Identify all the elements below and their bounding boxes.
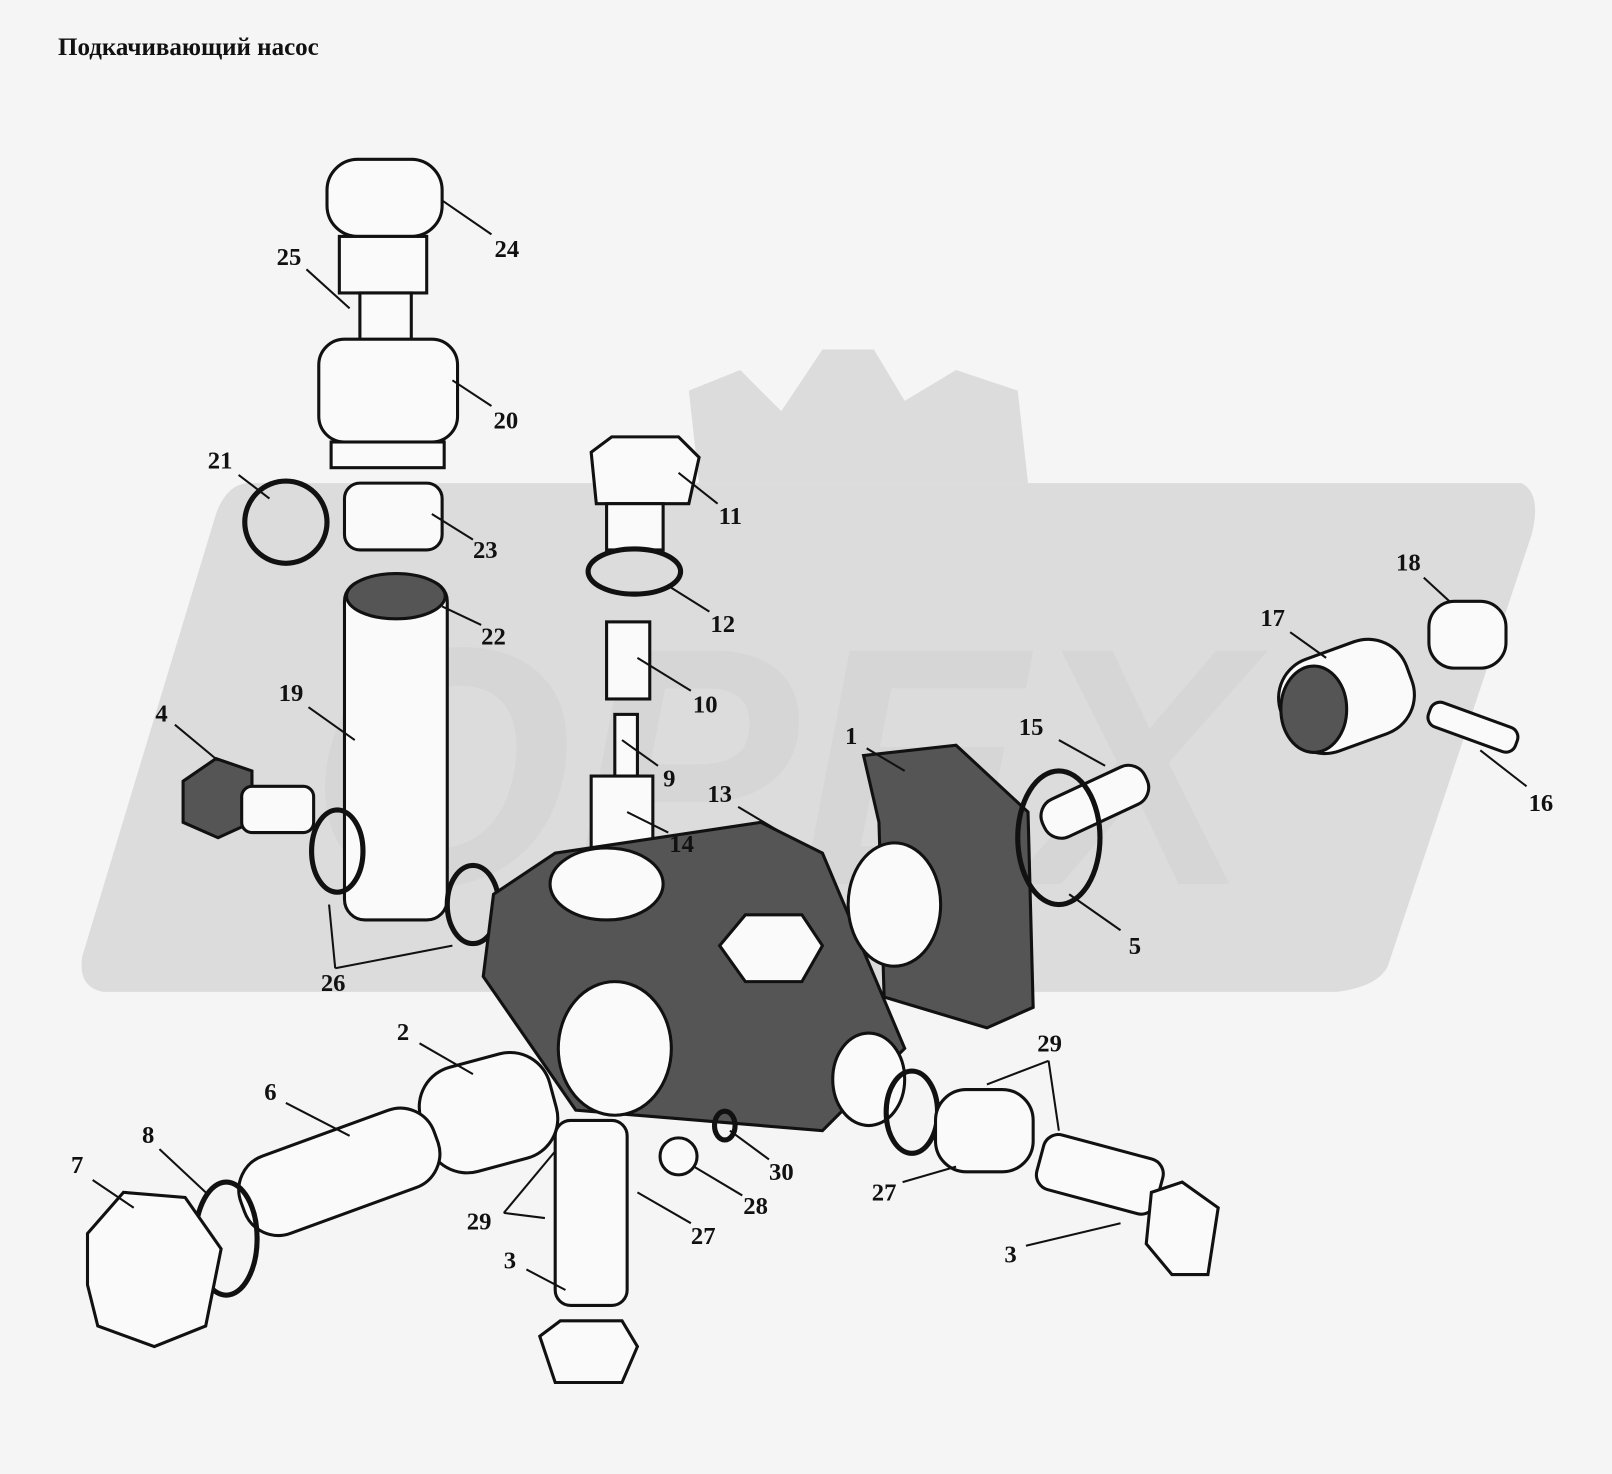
callout-5: 5 — [1129, 933, 1141, 960]
part-19-cylinder — [342, 572, 449, 922]
leader-line — [1423, 576, 1451, 603]
leader-line — [1289, 631, 1327, 659]
callout-24: 24 — [495, 236, 520, 263]
callout-3: 3 — [1004, 1241, 1016, 1268]
part-16-axle — [1426, 700, 1520, 754]
leader-line — [418, 1042, 474, 1076]
leader-line — [1025, 1222, 1121, 1247]
leader-line — [237, 474, 271, 500]
diagram-title: Подкачивающий насос — [58, 34, 319, 61]
leader-line — [503, 1150, 556, 1214]
part-11-plug — [589, 435, 701, 552]
part-27-sleeve — [933, 1088, 1035, 1174]
leader-line — [307, 706, 356, 741]
callout-28: 28 — [743, 1193, 768, 1220]
leader-line — [667, 585, 710, 613]
callout-3: 3 — [504, 1247, 516, 1274]
leader-line — [174, 723, 219, 762]
leader-line — [328, 904, 337, 969]
leader-line — [451, 379, 493, 407]
leader-line — [677, 472, 719, 505]
part-12-washer — [585, 546, 684, 597]
callout-23: 23 — [473, 537, 498, 564]
leader-line — [285, 1102, 351, 1137]
part-30-washer — [711, 1108, 738, 1143]
callout-21: 21 — [208, 448, 233, 475]
leader-line — [1058, 739, 1106, 767]
part-25-stem — [358, 291, 413, 346]
part-18-roller — [1427, 599, 1508, 670]
part-24-knob — [325, 157, 444, 295]
callout-10: 10 — [693, 691, 718, 718]
leader-line — [525, 1268, 566, 1291]
callout-13: 13 — [707, 781, 732, 808]
part-23-piston — [342, 481, 444, 552]
leader-line — [1047, 1060, 1060, 1131]
leader-line — [158, 1148, 207, 1194]
callout-12: 12 — [710, 611, 735, 638]
callout-18: 18 — [1396, 549, 1421, 576]
part-4-bolt — [181, 756, 316, 840]
callout-27: 27 — [872, 1180, 897, 1207]
callout-29: 29 — [1037, 1031, 1062, 1058]
callout-20: 20 — [494, 408, 519, 435]
leader-line — [626, 811, 669, 834]
callout-29: 29 — [467, 1208, 492, 1235]
leader-line — [92, 1179, 135, 1209]
callout-25: 25 — [277, 244, 302, 271]
part-6-spring — [237, 1106, 442, 1237]
leader-line — [335, 944, 453, 970]
leader-line — [305, 268, 351, 310]
leader-line — [621, 739, 659, 767]
leader-line — [636, 1191, 692, 1225]
callout-11: 11 — [719, 503, 742, 530]
callout-14: 14 — [669, 831, 694, 858]
part-26-ring-left — [309, 807, 366, 895]
leader-line — [1479, 749, 1528, 788]
callout-26: 26 — [321, 970, 346, 997]
callout-1: 1 — [845, 723, 857, 750]
callout-19: 19 — [279, 680, 304, 707]
callout-4: 4 — [155, 701, 167, 728]
callout-17: 17 — [1260, 605, 1285, 632]
leader-line — [636, 656, 692, 692]
leader-line — [503, 1211, 546, 1220]
leader-line — [441, 605, 482, 626]
callout-15: 15 — [1019, 714, 1044, 741]
callout-9: 9 — [663, 765, 675, 792]
part-5-snap-ring — [1015, 768, 1103, 908]
callout-22: 22 — [481, 623, 506, 650]
part-3-bolt-right — [1034, 1133, 1220, 1277]
leader-line — [986, 1059, 1049, 1086]
part-3-bolt-bottom — [537, 1118, 640, 1385]
leader-line — [902, 1165, 957, 1184]
leader-line — [431, 513, 474, 541]
part-20-nut — [317, 337, 460, 470]
leader-line — [1068, 893, 1122, 932]
callout-7: 7 — [71, 1152, 83, 1179]
callout-8: 8 — [142, 1122, 154, 1149]
part-7-plug — [85, 1190, 223, 1349]
part-28-nut — [658, 1136, 699, 1177]
part-21-washer — [242, 478, 330, 566]
leader-line — [441, 199, 493, 236]
part-17-pusher — [1277, 637, 1416, 756]
leader-line — [729, 1129, 770, 1161]
leader-line — [866, 747, 906, 772]
part-flange — [846, 841, 943, 968]
callout-16: 16 — [1529, 790, 1554, 817]
callout-2: 2 — [397, 1019, 409, 1046]
leader-line — [737, 806, 782, 834]
callout-6: 6 — [264, 1079, 276, 1106]
callout-27: 27 — [691, 1223, 716, 1250]
leader-line — [693, 1165, 743, 1197]
callout-30: 30 — [769, 1159, 794, 1186]
part-13-pump-body — [481, 820, 907, 1133]
